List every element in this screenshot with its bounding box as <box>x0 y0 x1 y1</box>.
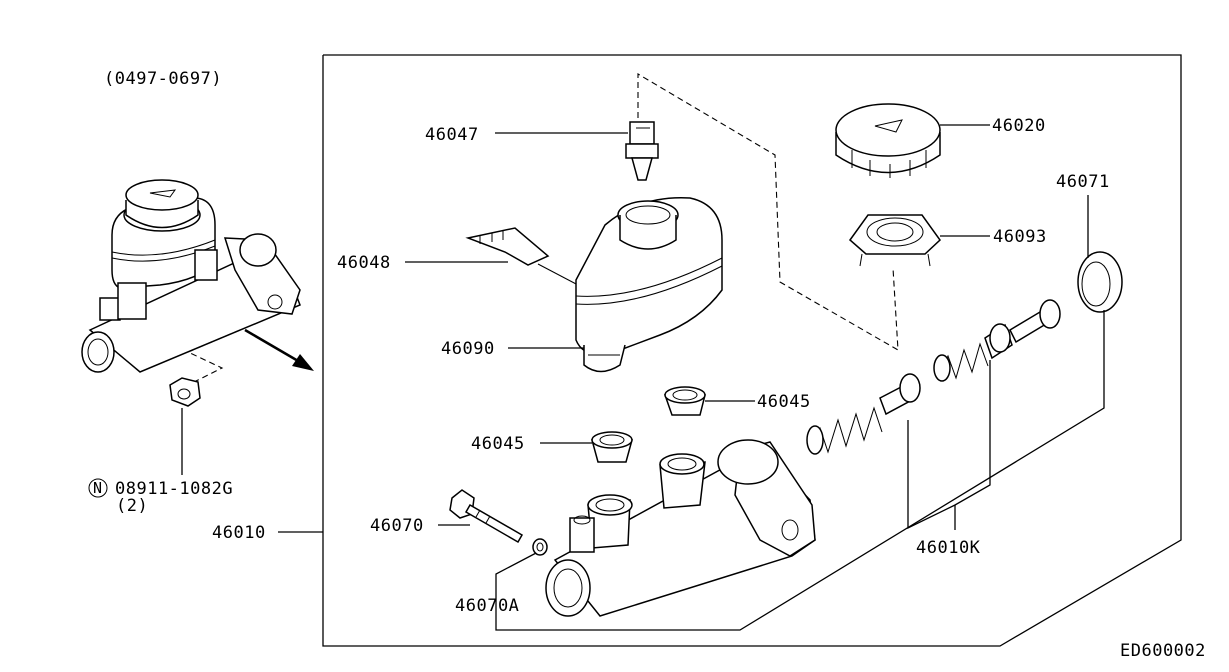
part-46070A-washer <box>532 538 548 556</box>
bracket-46071-body <box>495 310 1105 631</box>
label-46090: 46090 <box>441 339 495 359</box>
part-46047-valve <box>625 121 659 181</box>
part-46070-bolt <box>449 489 524 544</box>
part-46093-strainer <box>848 214 941 267</box>
label-46048: 46048 <box>337 253 391 273</box>
date-range-label: (0497-0697) <box>104 69 222 89</box>
label-46020: 46020 <box>992 116 1046 136</box>
part-46071-seal <box>1077 251 1123 313</box>
drawing-code: ED600002 <box>1120 641 1206 661</box>
label-46045-upper: 46045 <box>757 392 811 412</box>
nut-symbol-circle <box>88 478 108 498</box>
direction-arrow <box>244 328 314 371</box>
label-46047: 46047 <box>425 125 479 145</box>
dashed-path-46047 <box>637 73 899 351</box>
part-46010-cylinder-body <box>545 439 816 617</box>
label-46071: 46071 <box>1056 172 1110 192</box>
label-nut-qty: (2) <box>116 496 148 516</box>
label-46010K: 46010K <box>916 538 981 558</box>
part-46048-clip <box>465 227 550 266</box>
nut-symbol-letter: N <box>93 479 102 497</box>
diagram-frame <box>322 54 1182 647</box>
overview-assembly <box>81 179 301 407</box>
part-46045-seal-upper <box>663 386 706 416</box>
part-46045-seal-lower <box>591 431 633 463</box>
label-46045-lower: 46045 <box>471 434 525 454</box>
label-nut-part: 08911-1082G <box>115 479 233 499</box>
part-46090-reservoir <box>575 196 723 373</box>
part-46010K-piston-kit <box>806 299 1061 455</box>
label-46070: 46070 <box>370 516 424 536</box>
label-46070A: 46070A <box>455 596 519 616</box>
part-46020-cap <box>835 103 941 178</box>
label-46093: 46093 <box>993 227 1047 247</box>
label-46010: 46010 <box>212 523 266 543</box>
